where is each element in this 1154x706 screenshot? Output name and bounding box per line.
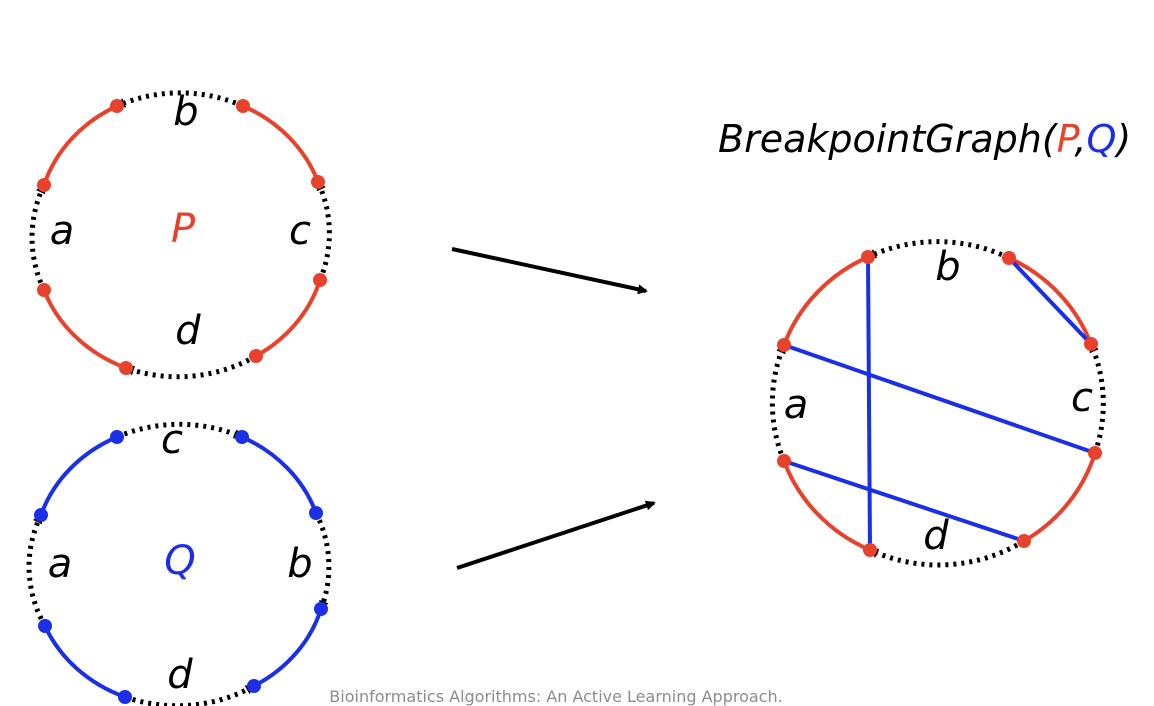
p-red-segment-left-top xyxy=(42,104,118,186)
genome-p-name: P xyxy=(171,206,196,252)
q-blue-segment-left-top xyxy=(39,435,118,516)
bg-node xyxy=(777,338,791,352)
breakpoint-graph-diagram: b a c d xyxy=(769,239,1106,568)
q-blue-segment-left-bottom xyxy=(43,625,126,699)
q-gene-b-arc xyxy=(313,511,332,611)
arrow-q-to-graph xyxy=(456,500,656,570)
p-node xyxy=(37,283,51,297)
q-blue-segment-right-bottom xyxy=(253,608,323,688)
title-p: P xyxy=(1057,117,1080,161)
q-label-c: c xyxy=(161,417,183,463)
arrow-p-to-graph xyxy=(451,247,648,295)
p-label-a: a xyxy=(50,208,75,254)
bg-label-d: d xyxy=(923,513,949,559)
title-comma: , xyxy=(1074,117,1086,161)
bg-node xyxy=(1084,337,1098,351)
bg-red-segment xyxy=(782,255,869,346)
bg-label-c: c xyxy=(1071,375,1093,421)
p-node xyxy=(249,349,263,363)
p-node xyxy=(110,99,124,113)
p-label-c: c xyxy=(289,208,311,254)
p-gene-a-arc xyxy=(29,183,47,292)
p-node xyxy=(313,273,327,287)
bg-label-a: a xyxy=(784,382,809,428)
p-gene-d-arc xyxy=(124,353,258,380)
bg-node xyxy=(777,454,791,468)
bg-gene-d-arc xyxy=(868,538,1026,568)
q-label-a: a xyxy=(48,541,73,587)
bg-label-b: b xyxy=(935,244,960,290)
q-node xyxy=(314,602,328,616)
bg-node xyxy=(1088,446,1102,460)
p-gene-c-arc xyxy=(315,180,332,281)
q-gene-d-arc xyxy=(124,683,256,706)
q-label-b: b xyxy=(287,541,312,587)
q-node xyxy=(247,679,261,693)
q-node xyxy=(118,690,132,704)
bg-gene-b-arc xyxy=(866,239,1011,261)
p-red-segment-right-top xyxy=(242,104,320,183)
breakpoint-graph-title: BreakpointGraph(P,Q) xyxy=(718,117,1131,161)
q-blue-segment-right-top xyxy=(241,435,318,514)
title-q: Q xyxy=(1086,117,1116,161)
p-label-d: d xyxy=(175,308,201,354)
bg-node xyxy=(1017,534,1031,548)
p-node xyxy=(37,178,51,192)
bg-red-segment xyxy=(1008,256,1093,345)
genome-q-name: Q xyxy=(164,538,195,584)
p-node xyxy=(236,99,250,113)
q-node xyxy=(34,508,48,522)
q-gene-a-arc xyxy=(26,513,48,628)
bg-node xyxy=(863,543,877,557)
q-label-d: d xyxy=(167,652,193,698)
bg-blue-edge xyxy=(1007,256,1093,346)
title-suffix: ) xyxy=(1113,117,1131,161)
bg-node xyxy=(1002,251,1016,265)
bg-node xyxy=(861,250,875,264)
q-node xyxy=(235,430,249,444)
genome-q-diagram: c a b d Q xyxy=(26,417,332,706)
p-node xyxy=(311,175,325,189)
genome-p-diagram: b a c d P xyxy=(29,89,332,380)
p-red-segment-right-bottom xyxy=(255,279,322,358)
footer-citation: Bioinformatics Algorithms: An Active Lea… xyxy=(329,687,782,706)
title-prefix: BreakpointGraph( xyxy=(718,117,1059,161)
bg-blue-edge xyxy=(783,343,1096,455)
p-gene-b-arc xyxy=(115,90,245,109)
q-node xyxy=(110,430,124,444)
bg-blue-edge xyxy=(866,256,872,551)
bg-gene-a-arc xyxy=(769,343,787,462)
p-node xyxy=(119,361,133,375)
q-gene-c-arc xyxy=(116,421,244,440)
p-label-b: b xyxy=(173,89,198,135)
p-red-segment-left-bottom xyxy=(42,289,127,370)
bg-red-segment xyxy=(1022,452,1097,543)
bg-blue-edge xyxy=(783,459,1025,543)
bg-red-segment xyxy=(782,460,871,552)
q-node xyxy=(38,619,52,633)
q-node xyxy=(309,506,323,520)
